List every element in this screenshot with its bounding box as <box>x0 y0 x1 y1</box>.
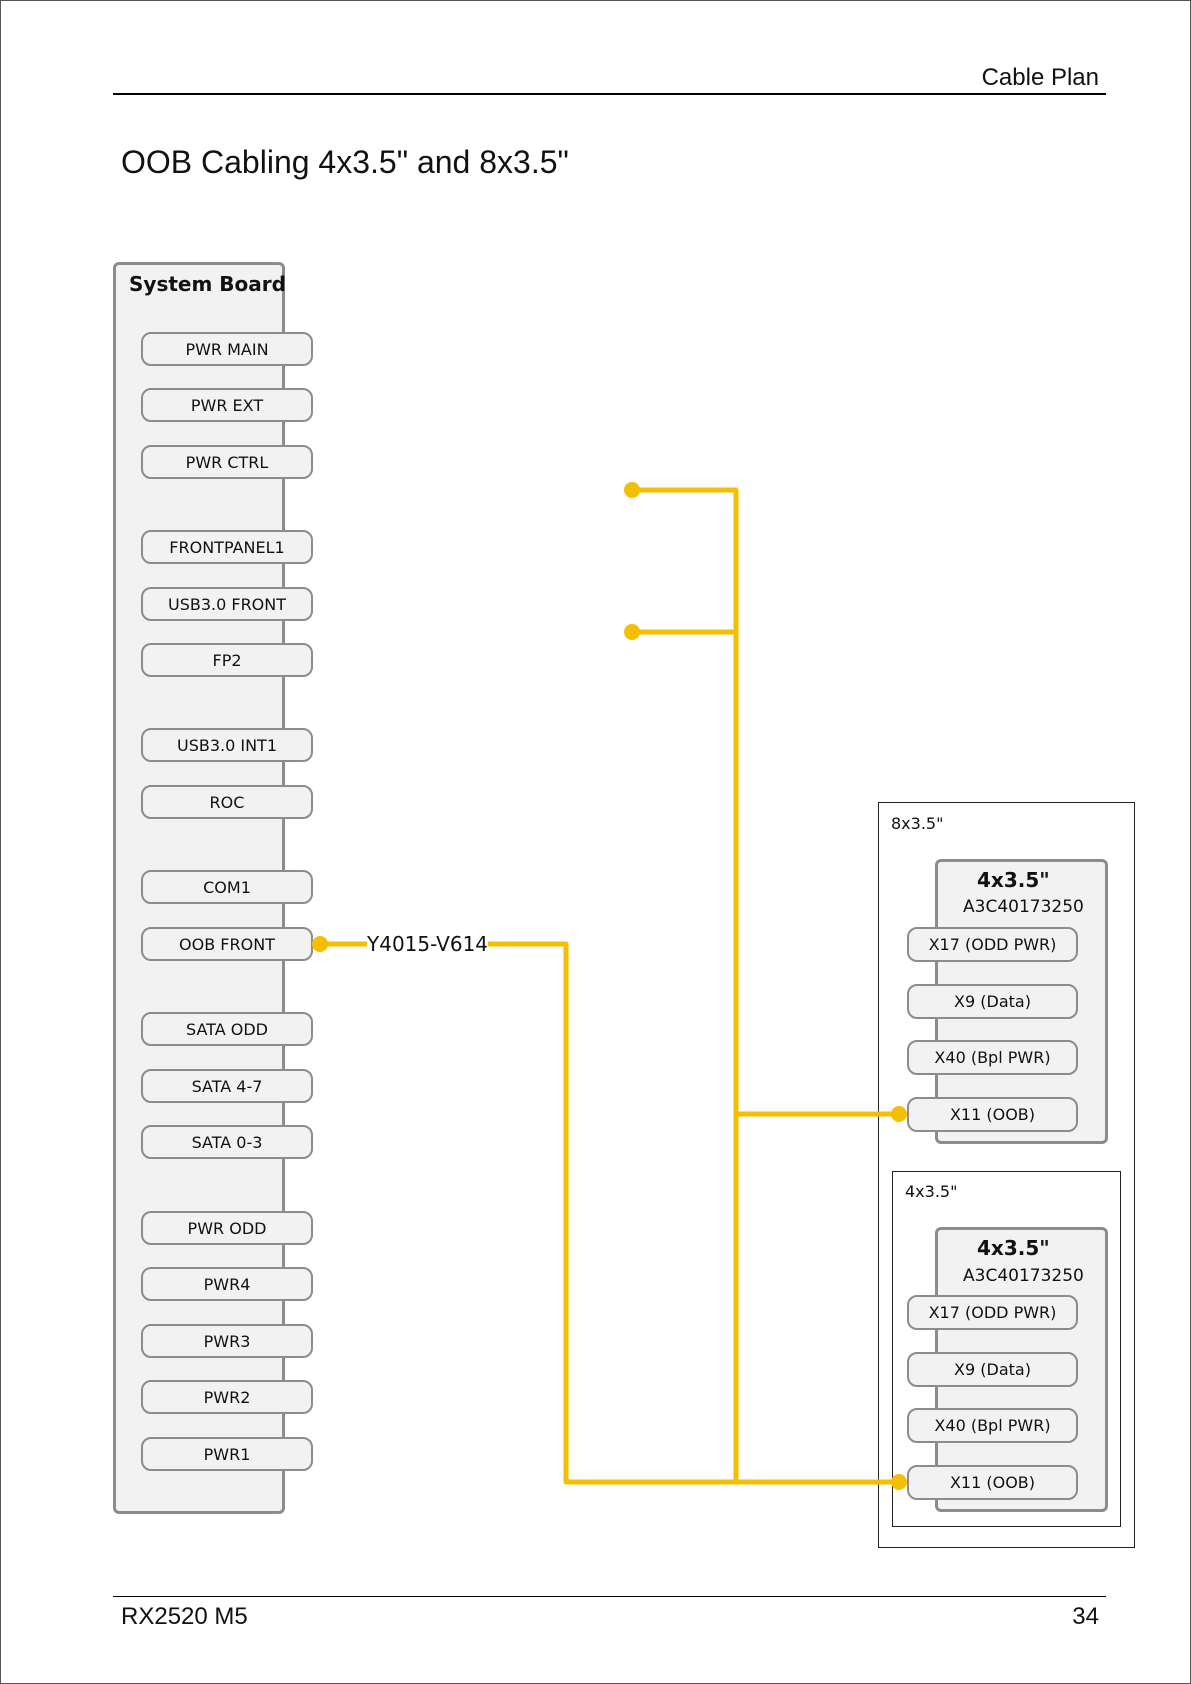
backplane-2-x9: X9 (Data) <box>907 1352 1078 1387</box>
wire-oob-front-to-trunk <box>317 941 739 1485</box>
cable-part-number: Y4015-V614 <box>367 932 489 956</box>
wire-end-bp1-x11 <box>891 1106 907 1122</box>
frame-4x35 <box>892 1171 1121 1527</box>
backplane-1-x17: X17 (ODD PWR) <box>907 927 1078 962</box>
connector-sata-0-3: SATA 0-3 <box>141 1125 313 1159</box>
footer-model: RX2520 M5 <box>121 1603 248 1630</box>
wire-end-open-2 <box>624 624 640 640</box>
connector-pwr-ctrl: PWR CTRL <box>141 445 313 479</box>
connector-pwr-ext: PWR EXT <box>141 388 313 422</box>
connector-usb30-int1: USB3.0 INT1 <box>141 728 313 762</box>
backplane-2-x40: X40 (Bpl PWR) <box>907 1408 1078 1443</box>
backplane-1-x9: X9 (Data) <box>907 984 1078 1019</box>
connector-pwr3: PWR3 <box>141 1324 313 1358</box>
connector-usb30-front: USB3.0 FRONT <box>141 587 313 621</box>
connector-sata-4-7: SATA 4-7 <box>141 1069 313 1103</box>
page-number: 34 <box>1072 1603 1099 1630</box>
backplane-1-x40: X40 (Bpl PWR) <box>907 1040 1078 1075</box>
connector-pwr-odd: PWR ODD <box>141 1211 313 1245</box>
connector-oob-front: OOB FRONT <box>141 927 313 961</box>
wire-end-bp2-x11 <box>891 1474 907 1490</box>
connector-pwr4: PWR4 <box>141 1267 313 1301</box>
connector-pwr1: PWR1 <box>141 1437 313 1471</box>
page-title: OOB Cabling 4x3.5" and 8x3.5" <box>121 144 569 180</box>
wire-end-open-1 <box>624 482 640 498</box>
backplane-2-title: 4x3.5" <box>977 1236 1050 1260</box>
backplane-1-x11: X11 (OOB) <box>907 1097 1078 1132</box>
connector-sata-odd: SATA ODD <box>141 1012 313 1046</box>
connector-roc: ROC <box>141 785 313 819</box>
backplane-2-part-number: A3C40173250 <box>963 1266 1084 1286</box>
backplane-1-part-number: A3C40173250 <box>963 897 1084 917</box>
connector-pwr2: PWR2 <box>141 1380 313 1414</box>
connector-com1: COM1 <box>141 870 313 904</box>
frame-4x35-label: 4x3.5" <box>905 1182 958 1201</box>
frame-8x35 <box>878 802 1135 1548</box>
wire-trunk-vertical <box>629 487 739 1485</box>
frame-8x35-label: 8x3.5" <box>891 814 944 833</box>
wire-end-oob-front <box>312 936 328 952</box>
connector-fp2: FP2 <box>141 643 313 677</box>
backplane-2-x11: X11 (OOB) <box>907 1465 1078 1500</box>
header-section: Cable Plan <box>981 64 1099 91</box>
backplane-2-x17: X17 (ODD PWR) <box>907 1295 1078 1330</box>
backplane-1-title: 4x3.5" <box>977 868 1050 892</box>
header-rule <box>113 93 1106 95</box>
system-board-title: System Board <box>129 272 286 296</box>
connector-pwr-main: PWR MAIN <box>141 332 313 366</box>
footer-rule <box>113 1596 1106 1597</box>
connector-frontpanel1: FRONTPANEL1 <box>141 530 313 564</box>
